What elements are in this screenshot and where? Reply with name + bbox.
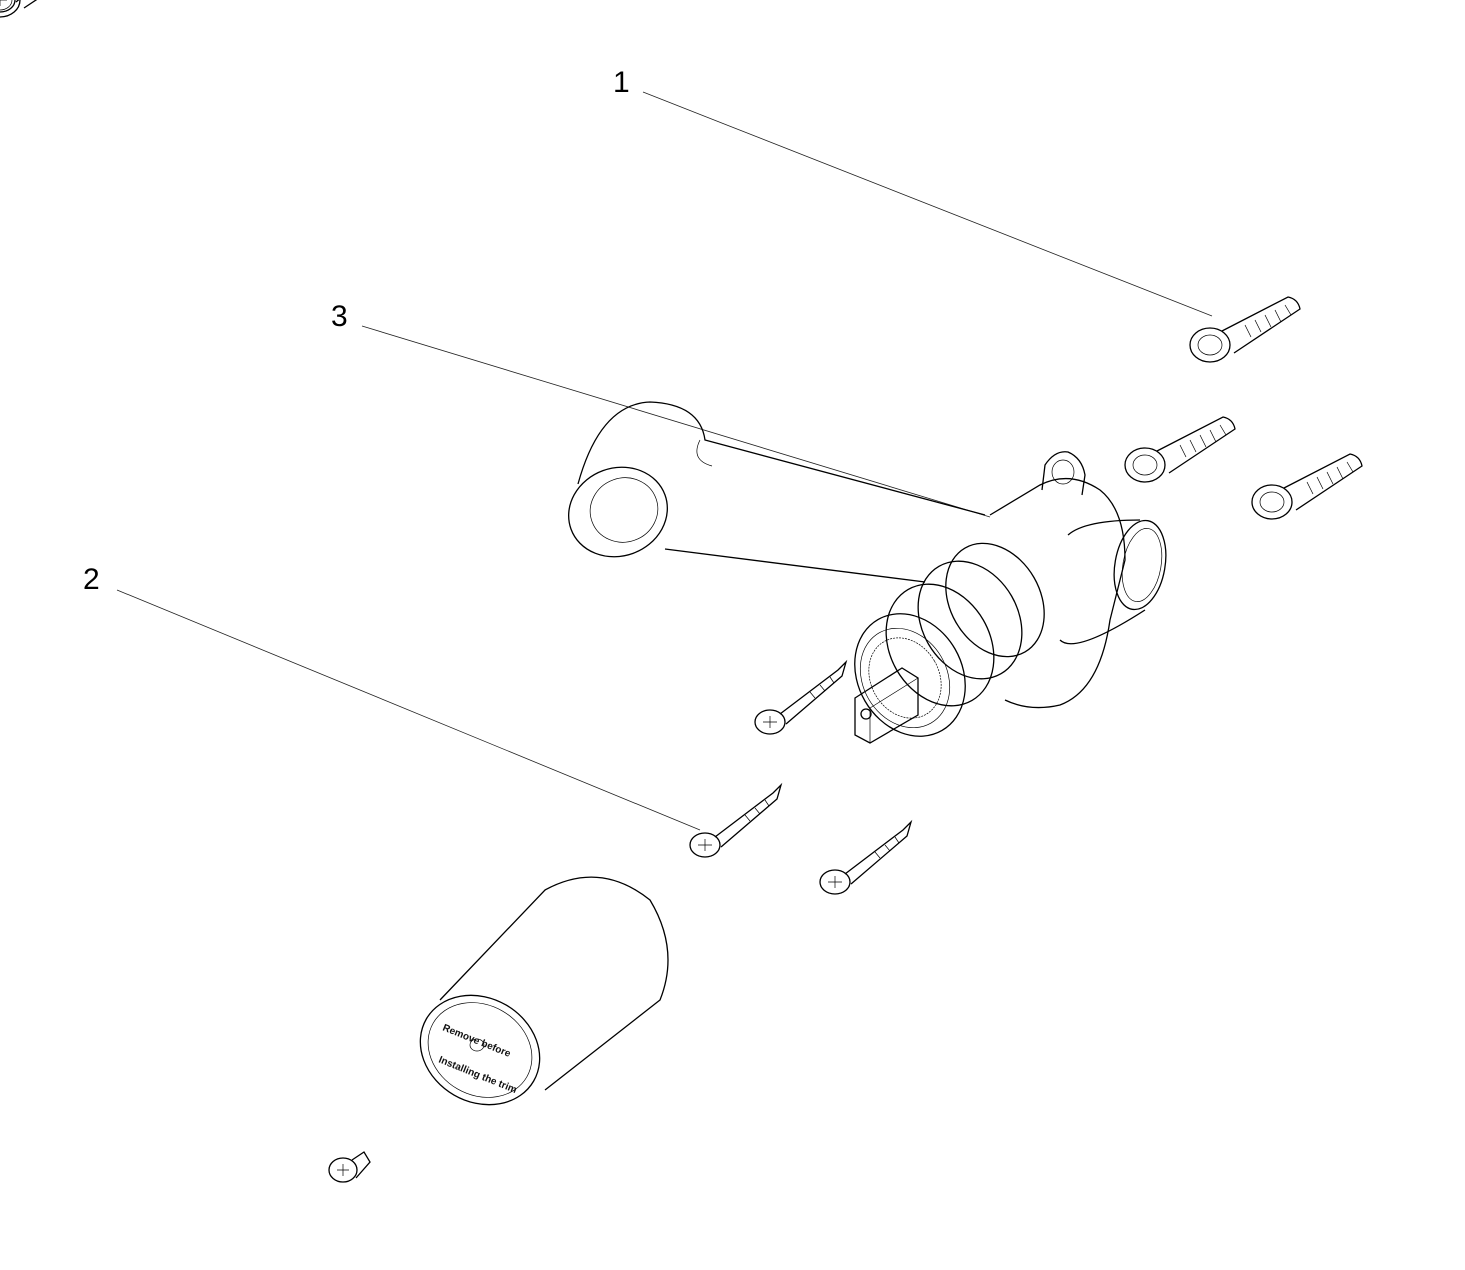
valve-body <box>854 451 1167 744</box>
cap-screw <box>328 1151 371 1183</box>
screw-3 <box>819 821 912 895</box>
wall-plug-3 <box>1251 453 1363 520</box>
cap-label-line2: Installing the trim <box>437 1055 518 1096</box>
elbow-pipe <box>568 401 986 583</box>
screw-1 <box>754 661 847 735</box>
callout-2: 2 <box>83 563 100 596</box>
leader-line-1 <box>642 91 1213 317</box>
callout-3: 3 <box>331 300 348 333</box>
screw <box>0 0 20 13</box>
leader-line-3 <box>361 325 991 518</box>
leader-line-2 <box>116 589 701 831</box>
wall-plug <box>0 0 38 18</box>
wall-plug-2 <box>1124 416 1236 483</box>
cap-label-line1: Remove before <box>441 1023 513 1060</box>
screw-2 <box>689 784 782 858</box>
callout-1: 1 <box>613 66 630 99</box>
protective-cap: Remove before Installing the trim <box>419 876 669 1106</box>
wall-plug-1 <box>1189 296 1301 363</box>
